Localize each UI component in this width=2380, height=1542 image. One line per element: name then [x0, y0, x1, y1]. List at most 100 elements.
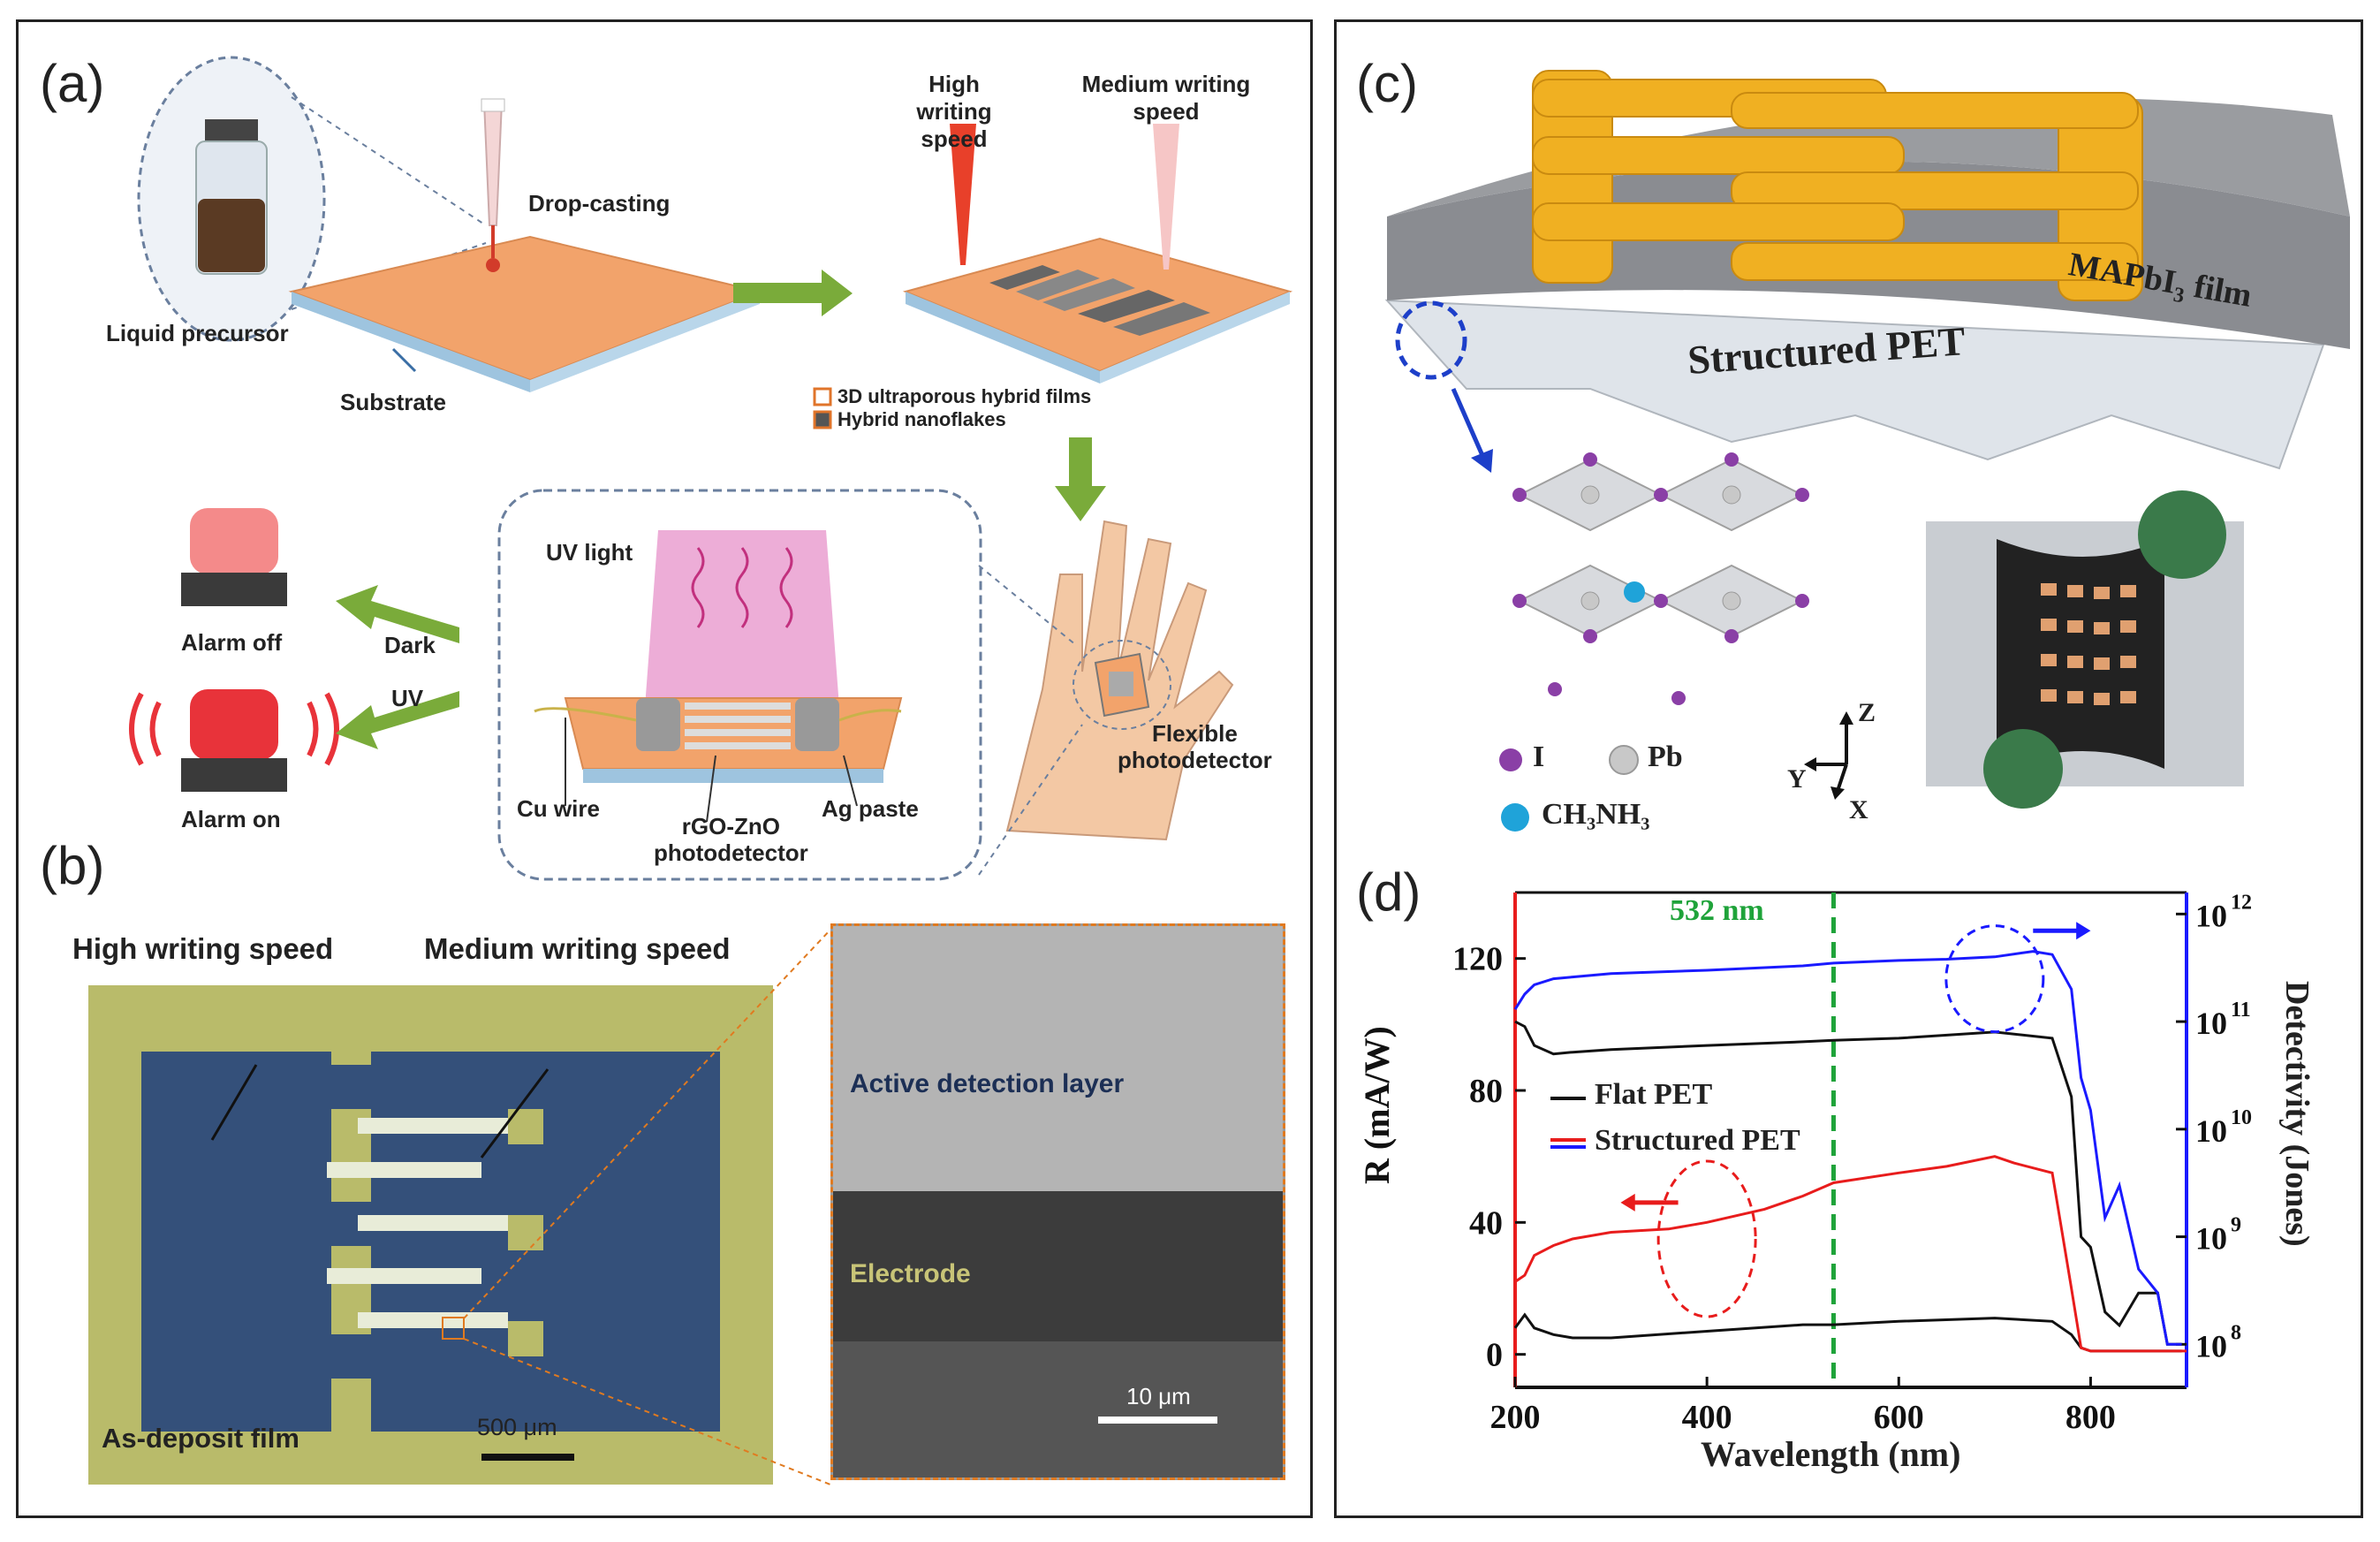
liquid-precursor-label: Liquid precursor	[106, 320, 289, 346]
gold-finger	[1532, 136, 1905, 175]
legend-i-label: I	[1533, 741, 1545, 773]
droplet	[486, 258, 500, 272]
panel-b-label: (b)	[40, 836, 105, 895]
electrode-finger	[327, 1268, 481, 1284]
y-left-tick-label: 120	[1452, 941, 1503, 978]
axis-y-label: Y	[1787, 764, 1807, 794]
high-writing-speed-label: High writing speed	[892, 71, 1016, 153]
legend-pb-dot	[1609, 745, 1639, 775]
uv-light-beam	[645, 530, 839, 707]
electrode-finger	[327, 1162, 481, 1178]
series-line-2	[1514, 1020, 2182, 1346]
y-right-tick-exponent: 10	[2231, 1106, 2252, 1129]
series-line-1	[1514, 1155, 2187, 1353]
rgo-zno-text: rGO-ZnO	[681, 813, 780, 839]
x-tick-label: 200	[1490, 1399, 1541, 1436]
ag-paste-left	[636, 698, 680, 751]
uv-label: UV	[391, 685, 424, 711]
uv-arrow	[336, 691, 459, 749]
y-right-tick-exponent: 12	[2231, 891, 2252, 914]
legend-nanoflakes-label: Hybrid nanoflakes	[838, 408, 1006, 430]
panel-c-label: (c)	[1356, 54, 1418, 113]
gold-finger	[1731, 92, 2139, 129]
scalebar-10-label: 10 μm	[1126, 1383, 1191, 1409]
ag-paste-label: Ag paste	[822, 795, 919, 822]
highlight-ellipse-red	[1656, 1159, 1757, 1318]
series-line-3	[1513, 950, 2182, 1346]
vial-liquid	[198, 199, 265, 272]
chart-xlabel: Wavelength (nm)	[1701, 1434, 1961, 1474]
medium-speed-beam	[1153, 124, 1179, 270]
legend-i-dot	[1499, 748, 1522, 771]
zoom-circle	[1395, 300, 1467, 380]
sem-image	[830, 923, 1285, 1480]
x-tick-label: 800	[2065, 1399, 2116, 1436]
axis-z-label: Z	[1858, 698, 1876, 727]
dark-label: Dark	[384, 632, 436, 658]
active-detection-layer-label: Active detection layer	[850, 1069, 1125, 1098]
rgo-zno-label: rGO-ZnO photodetector	[654, 813, 808, 866]
y-right-tick-label: 10	[2195, 1113, 2227, 1149]
alarm-off-label: Alarm off	[181, 629, 283, 656]
b-medium-writing-speed-label: Medium writing speed	[424, 932, 731, 965]
as-deposit-film-label: As-deposit film	[102, 1423, 299, 1454]
detector-inset-box	[497, 489, 982, 881]
legend-ultraporous-label: 3D ultraporous hybrid films	[838, 385, 1092, 407]
drop-casting-label: Drop-casting	[528, 190, 671, 216]
y-right-tick-exponent: 11	[2231, 999, 2251, 1022]
legend-pb-label: Pb	[1648, 741, 1683, 773]
medium-writing-speed-label: Medium writing speed	[1069, 71, 1263, 125]
vial-cap	[205, 119, 258, 144]
interdigitated-electrodes	[685, 703, 791, 749]
gold-finger	[1532, 202, 1905, 241]
legend-ch3nh3-label: CH₃NH₃	[1542, 798, 1650, 831]
y-right-tick-label: 10	[2195, 1006, 2227, 1041]
electrode-label: Electrode	[850, 1259, 971, 1288]
left-figure-frame	[16, 19, 1313, 1518]
ag-paste-right	[795, 698, 839, 751]
process-arrow-right	[733, 270, 853, 316]
high-speed-beam	[950, 124, 976, 265]
arrowhead-left	[1620, 1193, 1635, 1212]
uv-light-label: UV light	[546, 539, 633, 566]
x-tick-label: 400	[1682, 1399, 1732, 1436]
y-right-tick-label: 10	[2195, 898, 2227, 933]
y-left-tick-label: 80	[1469, 1073, 1503, 1110]
y-right-tick-label: 10	[2195, 1328, 2227, 1363]
y-right-tick-exponent: 9	[2231, 1214, 2241, 1237]
y-right-tick-label: 10	[2195, 1221, 2227, 1257]
photodetector-text: photodetector	[654, 839, 808, 866]
annotation-532nm: 532 nm	[1670, 894, 1764, 927]
scalebar-500-label: 500 μm	[477, 1414, 557, 1440]
flexible-photodetector-label: Flexible photodetector	[1118, 720, 1272, 773]
process-arrow-down	[1055, 437, 1106, 521]
legend-ch3nh3-dot	[1501, 803, 1529, 832]
axis-x-label: X	[1849, 795, 1868, 824]
alarm-on-light	[190, 689, 278, 760]
flexible-photodetector-text: photodetector	[1118, 747, 1272, 773]
y-right-tick-exponent: 8	[2231, 1321, 2241, 1344]
structured-pet-base	[1384, 299, 2325, 470]
cu-wire-label: Cu wire	[517, 795, 600, 822]
panel-d-label: (d)	[1356, 862, 1421, 922]
alarm-on-label: Alarm on	[181, 806, 281, 832]
x-tick-label: 600	[1874, 1399, 1924, 1436]
high-writing-speed-text: High writing speed	[916, 71, 992, 152]
flexible-text: Flexible	[1151, 720, 1238, 747]
sem-active-layer	[833, 926, 1283, 1200]
right-figure-frame	[1334, 19, 2363, 1518]
perovskite-crystal	[1512, 452, 1809, 705]
legend-structured-pet-label: Structured PET	[1595, 1124, 1800, 1157]
chart-ylabel-left: R (mA/W)	[1357, 1026, 1397, 1184]
dark-arrow	[336, 585, 459, 643]
panel-a-label: (a)	[40, 54, 105, 113]
arrowhead-right	[2076, 922, 2091, 940]
medium-writing-speed-text: Medium writing speed	[1081, 71, 1251, 125]
gold-finger	[1731, 171, 2139, 210]
alarm-off-light	[190, 508, 278, 574]
highlight-ellipse-blue	[1944, 924, 2045, 1034]
chart-ylabel-right: Detectivity (Jones)	[2278, 981, 2316, 1247]
y-left-tick-label: 40	[1469, 1204, 1503, 1242]
panel-a-illustration	[129, 56, 1293, 881]
